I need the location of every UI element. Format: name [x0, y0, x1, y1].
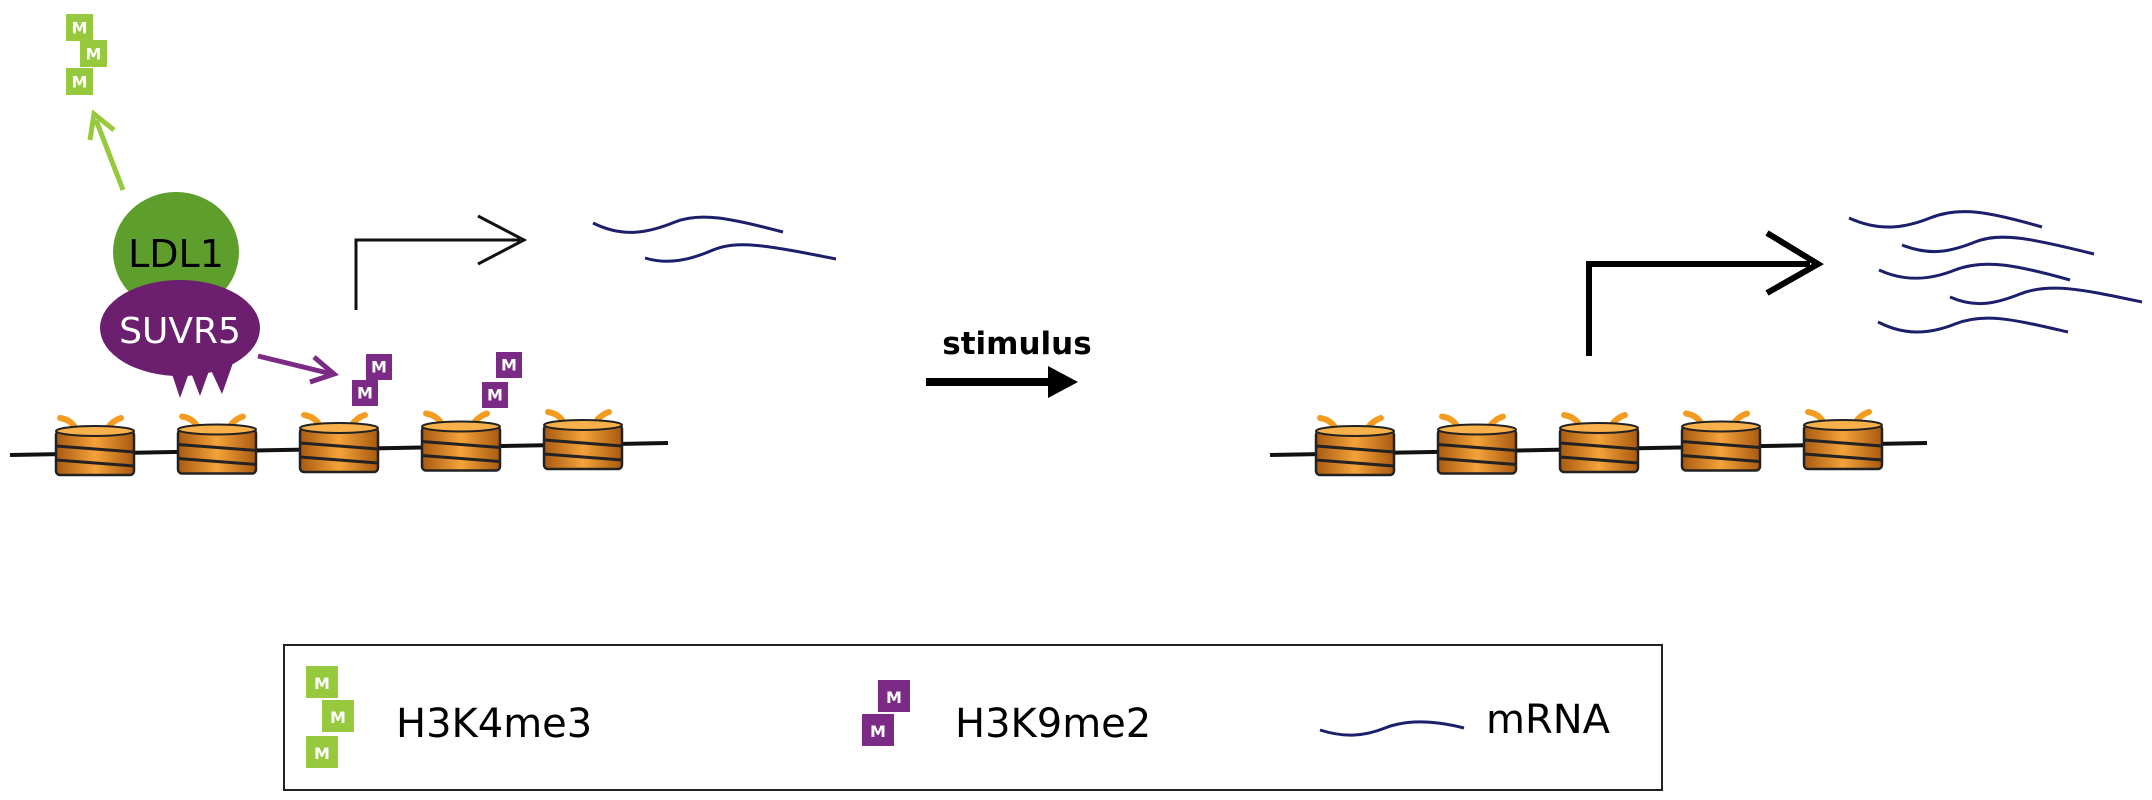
suvr5-label: SUVR5	[119, 311, 241, 352]
nucleosome	[542, 409, 624, 471]
h3k9me2-mark: M	[482, 382, 508, 408]
nucleosome	[420, 410, 502, 472]
nucleosome	[1680, 410, 1762, 472]
svg-text:M: M	[314, 674, 330, 693]
svg-text:M: M	[86, 44, 102, 63]
ldl1-label: LDL1	[128, 232, 224, 276]
svg-text:M: M	[501, 356, 517, 375]
svg-text:M: M	[72, 18, 88, 37]
legend-h3k9me2-mark: M	[862, 714, 894, 746]
ldl1-shape	[113, 192, 239, 312]
legend-label-mrna: mRNA	[1486, 697, 1611, 743]
h3k4me3-marks-removed: MMM	[66, 14, 107, 95]
h3k4me3-mark: M	[66, 14, 93, 41]
nucleosome	[1558, 412, 1640, 474]
svg-text:M: M	[371, 358, 387, 377]
svg-text:M: M	[487, 386, 503, 405]
methylation-arrowhead	[309, 355, 339, 385]
legend: MMM H3K4me3 MM H3K9me2 mRNA	[283, 644, 1663, 791]
legend-h3k4me3-mark: M	[322, 700, 354, 732]
svg-text:M: M	[330, 708, 346, 727]
demethylation-arrow	[93, 119, 126, 191]
h3k9me2-mark: M	[496, 352, 522, 378]
mrna-wave-icon	[1319, 720, 1465, 737]
svg-text:M: M	[357, 384, 373, 403]
nucleosomes-left	[54, 409, 624, 477]
nucleosome	[298, 412, 380, 474]
legend-h3k4me3-mark: M	[306, 666, 338, 698]
h3k4me3-marks-icon: MMM	[306, 666, 354, 768]
legend-h3k9me2-mark: M	[878, 680, 910, 712]
nucleosome	[176, 413, 258, 475]
mrna-transcripts-few	[592, 215, 837, 263]
legend-label-h3k9me2: H3K9me2	[955, 701, 1151, 747]
nucleosome	[1802, 409, 1884, 471]
h3k9me2-mark: M	[366, 354, 392, 380]
stimulus-label: stimulus	[942, 326, 1091, 362]
promoter-arrow-weak	[354, 214, 528, 310]
svg-text:M: M	[870, 722, 886, 741]
legend-label-h3k4me3: H3K4me3	[396, 701, 592, 747]
h3k9me2-marks-icon: MM	[862, 680, 910, 746]
h3k4me3-mark: M	[80, 40, 107, 67]
methylation-arrow	[257, 353, 333, 377]
stimulus-transition: stimulus	[926, 326, 1092, 398]
mrna-transcripts-many	[1848, 210, 2143, 334]
nucleosome	[54, 415, 136, 477]
suvr5-shape	[100, 280, 260, 376]
demethylation-arrowhead	[87, 109, 116, 141]
promoter-arrow-strong	[1586, 230, 1824, 356]
svg-text:M: M	[886, 688, 902, 707]
h3k9me2-mark: M	[352, 380, 378, 406]
nucleosomes-right	[1314, 409, 1884, 477]
suvr5-protein: SUVR5	[100, 280, 260, 398]
nucleosome	[1314, 415, 1396, 477]
panel-after	[1269, 210, 2143, 477]
h3k4me3-mark: M	[66, 68, 93, 95]
ldl1-protein: LDL1	[113, 192, 239, 312]
legend-h3k4me3-mark: M	[306, 736, 338, 768]
nucleosome	[1436, 413, 1518, 475]
svg-text:M: M	[314, 744, 330, 763]
stimulus-arrow-head	[1048, 366, 1078, 398]
svg-text:M: M	[72, 72, 88, 91]
legend-box	[283, 644, 1663, 791]
